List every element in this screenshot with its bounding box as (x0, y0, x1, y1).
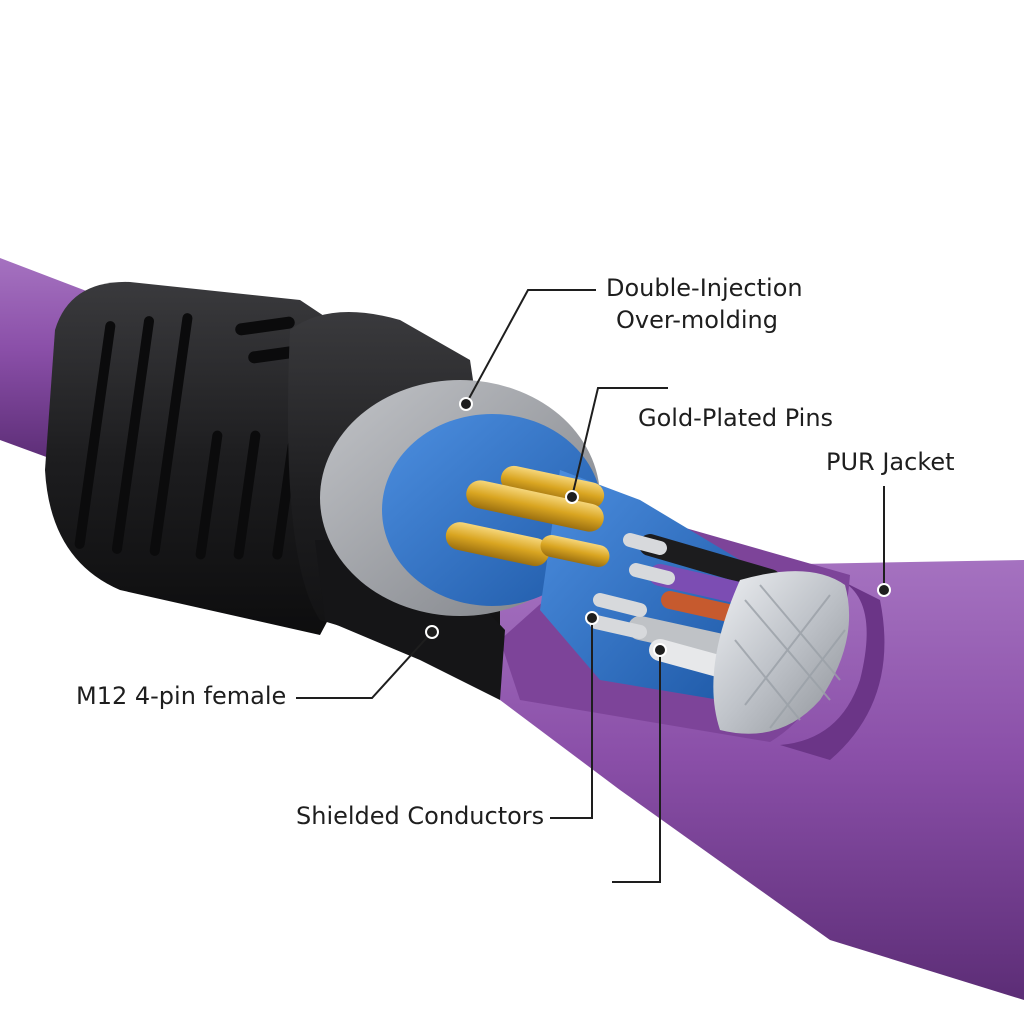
dot-shielded (585, 611, 599, 625)
braid-texture (734, 584, 846, 729)
leader-shielded (550, 618, 593, 819)
label-shielded-conductors: Shielded Conductors (296, 802, 545, 830)
label-double-injection-line2: Over-molding (616, 306, 778, 334)
label-pur-jacket: PUR Jacket (826, 448, 955, 476)
grip-ribs (74, 313, 298, 560)
leader-lines (296, 289, 885, 883)
label-gold-plated-pins: Gold-Plated Pins (638, 404, 834, 432)
label-double-injection: Double-Injection Over-molding (606, 272, 803, 336)
pur-jacket-cut-edge (780, 580, 885, 760)
gold-pin (445, 522, 550, 567)
gold-pin (540, 535, 610, 567)
dot-shielded-2 (653, 643, 667, 657)
label-double-injection-line1: Double-Injection (606, 274, 803, 302)
label-m12-female: M12 4-pin female (76, 682, 287, 710)
dot-pur-jacket (877, 583, 891, 597)
leader-shielded-2 (612, 650, 661, 883)
leader-gold-pins (571, 387, 668, 498)
leader-double-injection (465, 289, 596, 405)
braid-shield (713, 571, 850, 734)
leader-m12 (296, 631, 433, 699)
dot-double-injection (459, 397, 473, 411)
leader-dots (425, 397, 891, 657)
dot-gold-pins (565, 490, 579, 504)
gold-pin (466, 480, 604, 532)
dot-m12 (425, 625, 439, 639)
